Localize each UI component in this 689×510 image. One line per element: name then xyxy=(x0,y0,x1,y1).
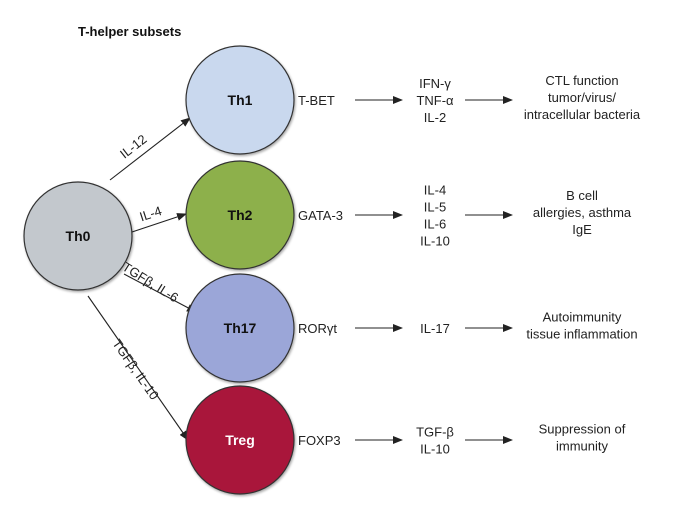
treg-transcription-factor: FOXP3 xyxy=(298,433,341,448)
treg-function-line: immunity xyxy=(556,439,609,454)
th17-induction-arrow xyxy=(123,273,197,313)
th17-induction-label: TGFβ, IL-6 xyxy=(120,259,181,305)
th0-circle xyxy=(23,181,133,291)
th0-label: Th0 xyxy=(66,228,91,244)
treg-circle xyxy=(185,385,295,495)
treg-cytokine: TGF-β xyxy=(416,425,454,440)
th2-induction-arrow xyxy=(131,213,187,233)
th2-function-line: IgE xyxy=(572,222,592,237)
th2-function-line: allergies, asthma xyxy=(533,205,632,220)
th2-induction-label: IL-4 xyxy=(138,203,164,224)
treg-induction-label: TGFβ, IL-10 xyxy=(109,336,162,402)
treg-label: Treg xyxy=(225,432,255,448)
th1-circle xyxy=(185,45,295,155)
th1-induction-arrow xyxy=(109,117,191,181)
th17-transcription-factor: RORγt xyxy=(298,321,337,336)
th1-function-line: CTL function xyxy=(545,73,618,88)
th2-cytokine: IL-6 xyxy=(424,217,446,232)
treg-cytokine: IL-10 xyxy=(420,442,450,457)
th1-cytokine: IL-2 xyxy=(424,110,446,125)
th2-cytokine: IL-10 xyxy=(420,234,450,249)
th2-circle xyxy=(185,160,295,270)
th1-induction-label: IL-12 xyxy=(117,131,150,161)
th17-label: Th17 xyxy=(224,320,257,336)
diagram-title: T-helper subsets xyxy=(78,24,181,39)
th1-label: Th1 xyxy=(228,92,253,108)
th2-label: Th2 xyxy=(228,207,253,223)
th1-cytokine: IFN-γ xyxy=(419,76,451,91)
th1-cytokine: TNF-α xyxy=(416,93,454,108)
th2-function-line: B cell xyxy=(566,188,598,203)
th1-function-line: intracellular bacteria xyxy=(524,107,641,122)
th1-transcription-factor: T-BET xyxy=(298,93,335,108)
treg-function-line: Suppression of xyxy=(539,422,626,437)
th1-function-line: tumor/virus/ xyxy=(548,90,616,105)
treg-induction-arrow xyxy=(87,295,189,441)
th17-cytokine: IL-17 xyxy=(420,321,450,336)
th0-cell: Th0 xyxy=(23,181,133,291)
th17-circle xyxy=(185,273,295,383)
th2-cytokine: IL-5 xyxy=(424,200,446,215)
th2-transcription-factor: GATA-3 xyxy=(298,208,343,223)
th2-cytokine: IL-4 xyxy=(424,183,446,198)
th17-function-line: Autoimmunity xyxy=(543,310,622,325)
th17-function-line: tissue inflammation xyxy=(526,327,637,342)
